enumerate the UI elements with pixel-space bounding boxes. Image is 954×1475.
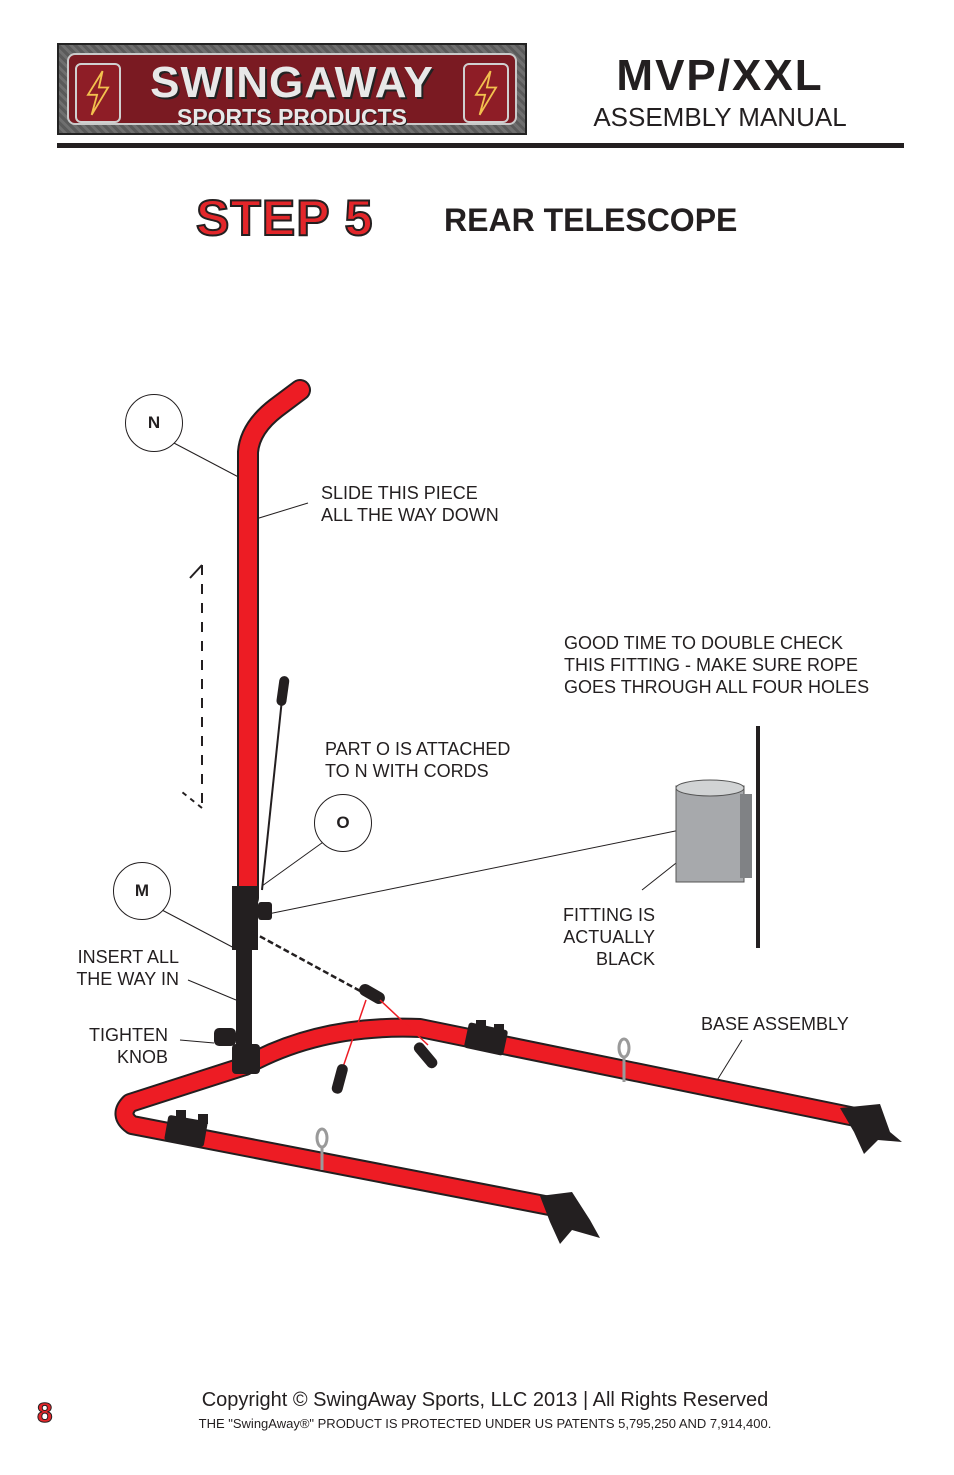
model-name: MVP/XXL: [616, 51, 824, 100]
label-slide-piece: SLIDE THIS PIECE ALL THE WAY DOWN: [321, 483, 499, 525]
label-fitting-black: FITTING IS ACTUALLY BLACK: [563, 905, 655, 969]
brand-logo: SWINGAWAY SPORTS PRODUCTS: [57, 43, 527, 135]
label-tighten-knob: TIGHTEN KNOB: [89, 1025, 168, 1067]
page-number: 8: [37, 1397, 54, 1428]
manual-title: ASSEMBLY MANUAL: [593, 102, 847, 132]
callout-o: O: [314, 794, 372, 852]
label-base-assembly: BASE ASSEMBLY: [701, 1014, 849, 1034]
step-title: REAR TELESCOPE: [444, 202, 738, 238]
header-divider: [57, 143, 904, 148]
copyright-notice: Copyright © SwingAway Sports, LLC 2013 |…: [201, 1389, 769, 1411]
label-double-check: GOOD TIME TO DOUBLE CHECK THIS FITTING -…: [564, 633, 870, 697]
step-number: STEP 5: [195, 189, 374, 247]
lightning-bolt-icon: [463, 63, 509, 123]
label-insert: INSERT ALL THE WAY IN: [76, 947, 179, 989]
label-part-o: PART O IS ATTACHED TO N WITH CORDS: [325, 739, 511, 781]
logo-subtitle: SPORTS PRODUCTS: [176, 104, 408, 130]
lightning-bolt-icon: [75, 63, 121, 123]
logo-title: SWINGAWAY: [150, 58, 434, 107]
logo-panel: SWINGAWAY SPORTS PRODUCTS: [67, 53, 517, 129]
callout-m: M: [113, 862, 171, 920]
callout-n: N: [125, 394, 183, 452]
patent-notice: THE "SwingAway®" PRODUCT IS PROTECTED UN…: [198, 1416, 772, 1431]
